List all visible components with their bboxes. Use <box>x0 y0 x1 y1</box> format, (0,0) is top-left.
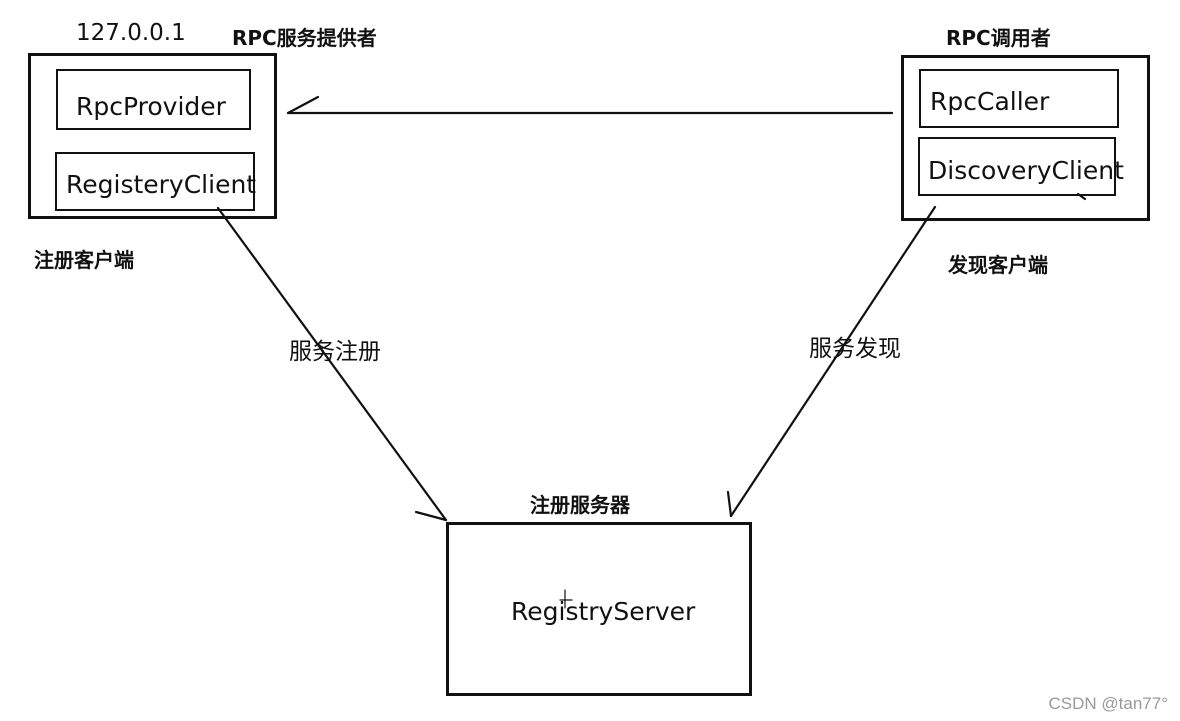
discover-arrowhead <box>726 490 733 518</box>
provider-title: RPC服务提供者 <box>232 26 377 50</box>
rpc-caller-label: RpcCaller <box>930 87 1050 116</box>
rpc-caller-box: RpcCaller <box>919 69 1119 128</box>
provider-ip-label: 127.0.0.1 <box>76 20 186 46</box>
rpc-provider-box: RpcProvider <box>56 69 251 130</box>
provider-box <box>28 53 277 219</box>
discovery-client-caption: 发现客户端 <box>948 253 1048 277</box>
registry-client-label: RegisteryClient <box>66 170 257 199</box>
caller-box <box>901 55 1150 221</box>
discovery-client-label: DiscoveryClient <box>928 156 1124 185</box>
register-arrowhead <box>414 510 448 522</box>
rpc-provider-label: RpcProvider <box>76 92 226 121</box>
registry-server-title: 注册服务器 <box>530 493 630 517</box>
discover-edge-label: 服务发现 <box>809 336 901 362</box>
register-arrow-line <box>216 206 448 522</box>
registry-server-label: RegistryServer <box>511 597 696 626</box>
csdn-watermark: CSDN @tan77° <box>1048 694 1169 713</box>
caller-title: RPC调用者 <box>946 26 1051 50</box>
registry-client-caption: 注册客户端 <box>34 248 134 272</box>
registry-client-box: RegisteryClient <box>55 152 257 211</box>
registry-server-box: RegistryServer <box>446 522 752 696</box>
discover-arrow-line <box>729 205 937 518</box>
discovery-client-box: DiscoveryClient <box>918 137 1124 196</box>
register-edge-label: 服务注册 <box>289 339 381 365</box>
call-arrowhead <box>286 95 320 115</box>
